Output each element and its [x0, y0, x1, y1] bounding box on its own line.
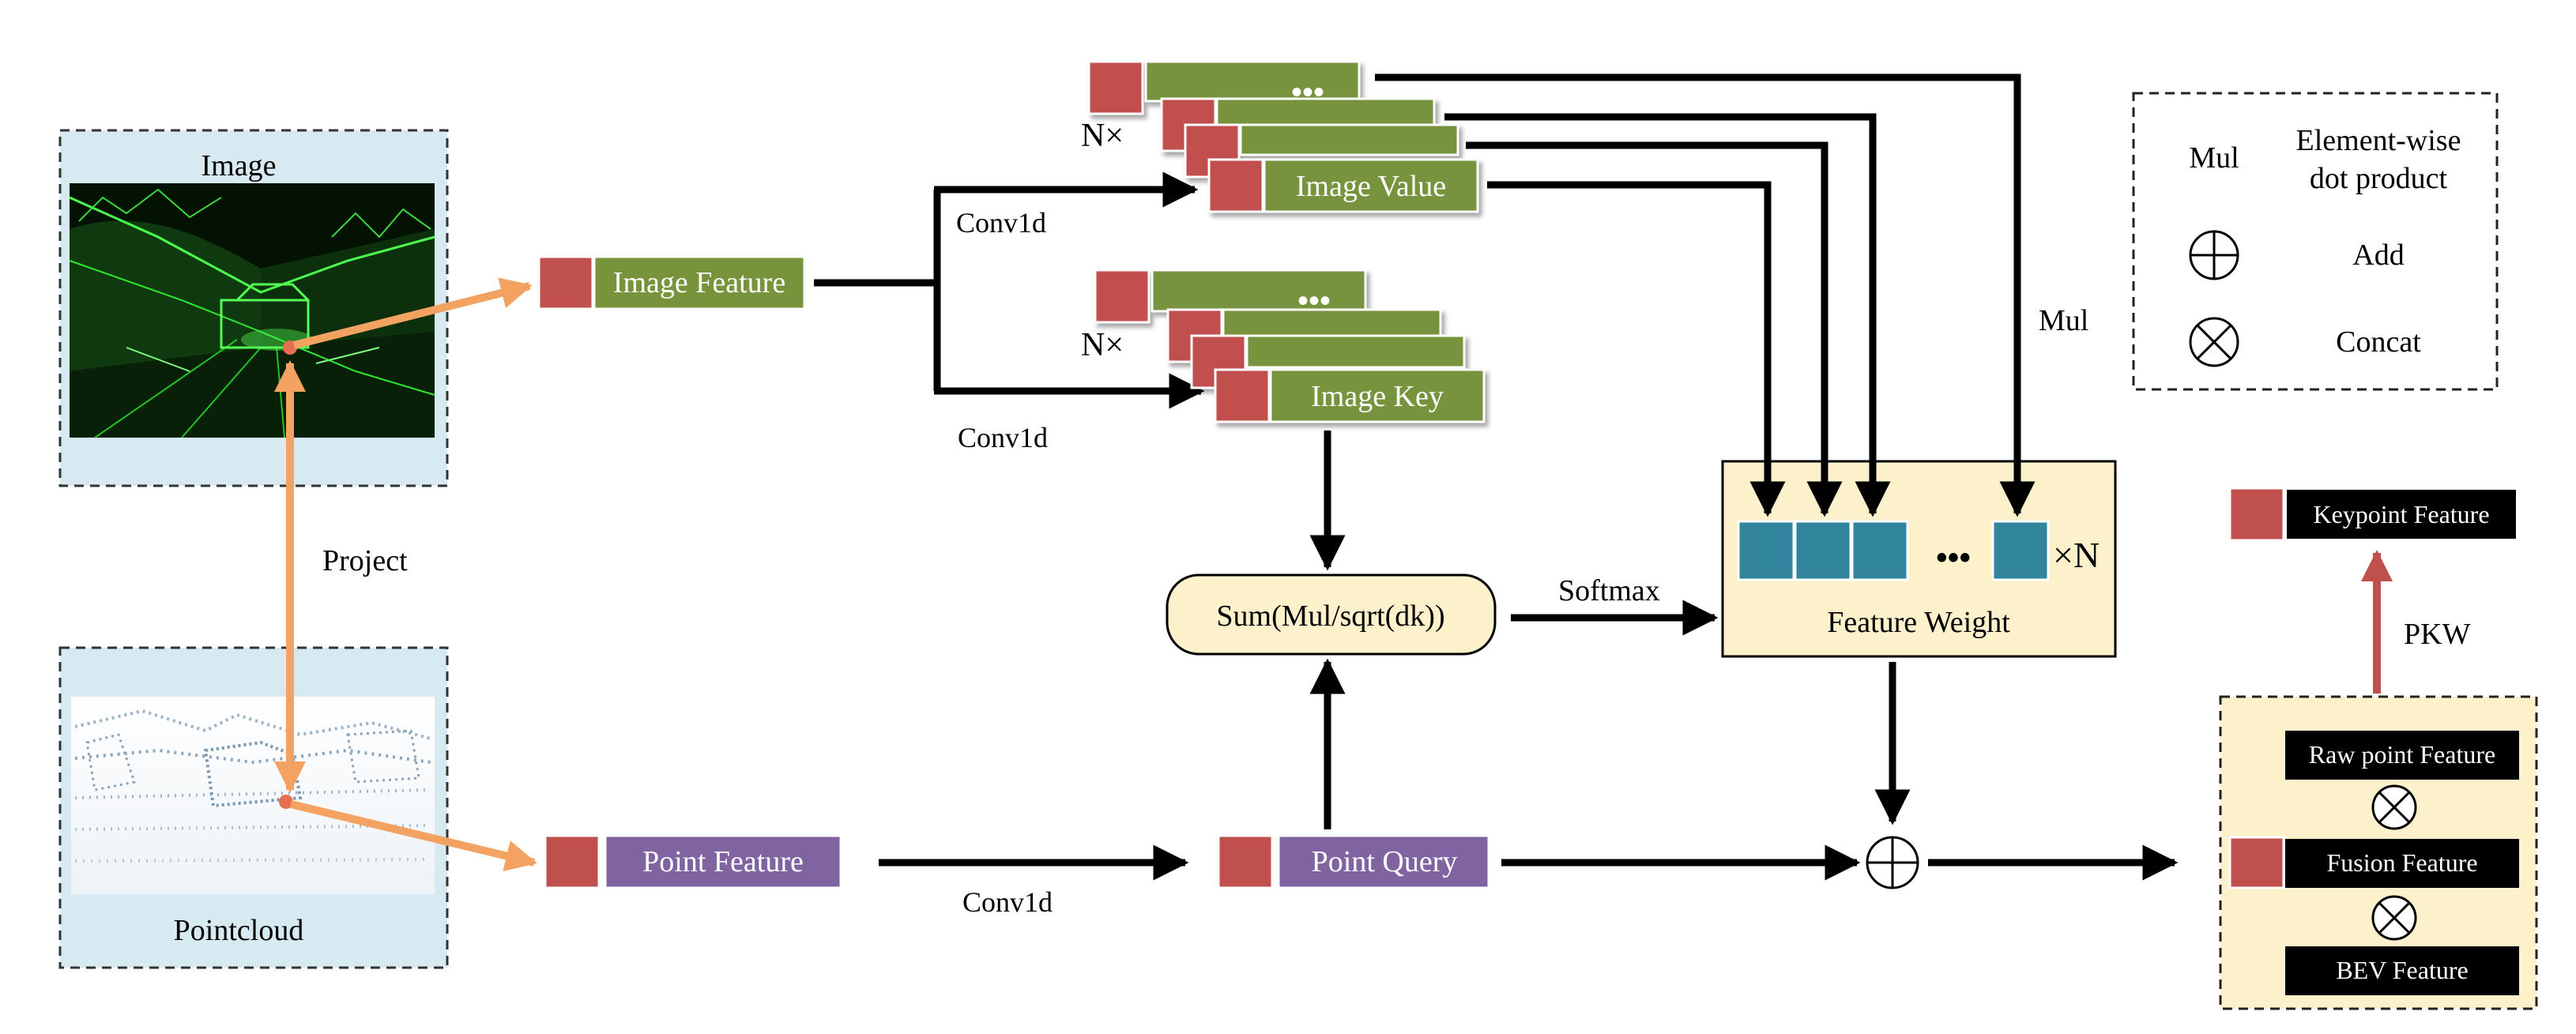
- keypoint-feature-label: Keypoint Feature: [2313, 500, 2489, 528]
- projection-arrows: Project: [274, 277, 537, 872]
- legend-box: Mul Element-wise dot product Add Concat: [2132, 92, 2499, 391]
- split-connector: Conv1d Conv1d: [814, 171, 1205, 453]
- mul-label: Mul: [2039, 304, 2088, 337]
- point-query-block: Conv1d Point Query: [879, 834, 1861, 918]
- legend-mul-key: Mul: [2189, 141, 2239, 175]
- value-to-weight-arrows: Mul: [1375, 73, 2088, 517]
- weight-cell: [1991, 520, 2050, 581]
- concat-icon: [2371, 784, 2417, 830]
- legend-mul-desc-1: Element-wise: [2296, 124, 2461, 157]
- image-key-label: Image Key: [1311, 380, 1444, 413]
- pkw-label: PKW: [2404, 618, 2471, 651]
- image-key-n-times: N×: [1081, 327, 1124, 363]
- image-key-stack: ••• Image Key N×: [1081, 269, 1486, 423]
- project-label: Project: [322, 544, 408, 577]
- pointcloud-point-dot: [279, 795, 293, 809]
- sum-box-label: Sum(Mul/sqrt(dk)): [1216, 600, 1444, 633]
- pointcloud-panel: Pointcloud: [58, 646, 449, 969]
- to-image-feature-arrow: [292, 277, 533, 349]
- bev-feature-label: BEV Feature: [2336, 956, 2468, 984]
- image-value-label: Image Value: [1296, 170, 1446, 203]
- softmax-label: Softmax: [1558, 574, 1660, 607]
- raw-point-feature-label: Raw point Feature: [2309, 740, 2495, 769]
- point-query-label: Point Query: [1312, 845, 1458, 878]
- image-value-stack: ••• Image Value N×: [1081, 60, 1479, 213]
- image-value-n-times: N×: [1081, 118, 1124, 154]
- concat-icon: [2371, 895, 2417, 941]
- weight-ellipsis: •••: [1936, 540, 1971, 577]
- legend-add-icon: [2189, 230, 2239, 280]
- image-panel-label: Image: [201, 149, 277, 182]
- image-feature-label: Image Feature: [613, 266, 785, 299]
- legend-concat-icon: [2189, 317, 2239, 367]
- legend-mul-desc-2: dot product: [2310, 162, 2448, 195]
- point-feature-block: Point Feature: [544, 834, 842, 889]
- point-feature-label: Point Feature: [642, 845, 804, 878]
- image-panel: Image: [58, 129, 449, 487]
- times-n-label: ×N: [2053, 535, 2100, 575]
- weight-cell: [1851, 520, 1909, 581]
- fusion-feature-label: Fusion Feature: [2326, 848, 2477, 877]
- to-point-feature-arrow: [289, 800, 537, 872]
- conv1d-query-label: Conv1d: [962, 886, 1053, 918]
- pointcloud-panel-label: Pointcloud: [174, 914, 304, 947]
- weight-cell: [1737, 520, 1795, 581]
- fusion-output-box: Raw point Feature Fusion Feature BEV Fea…: [2219, 695, 2538, 1010]
- conv1d-value-label: Conv1d: [956, 207, 1046, 239]
- sum-box: Sum(Mul/sqrt(dk)): [1166, 431, 1497, 829]
- add-node: [1866, 662, 2179, 889]
- feature-weight-box: ••• ×N Feature Weight: [1721, 460, 2117, 658]
- conv1d-key-label: Conv1d: [958, 422, 1048, 453]
- weight-cell: [1794, 520, 1852, 581]
- camera-image: [69, 183, 435, 438]
- feature-weight-label: Feature Weight: [1827, 606, 2010, 639]
- legend-add-desc: Add: [2352, 239, 2404, 272]
- image-point-dot: [283, 340, 297, 355]
- image-feature-block: Image Feature: [537, 255, 806, 310]
- legend-concat-desc: Concat: [2336, 325, 2421, 359]
- keypoint-feature-block: Keypoint Feature PKW: [2228, 487, 2516, 694]
- pointcloud-image: [71, 697, 435, 894]
